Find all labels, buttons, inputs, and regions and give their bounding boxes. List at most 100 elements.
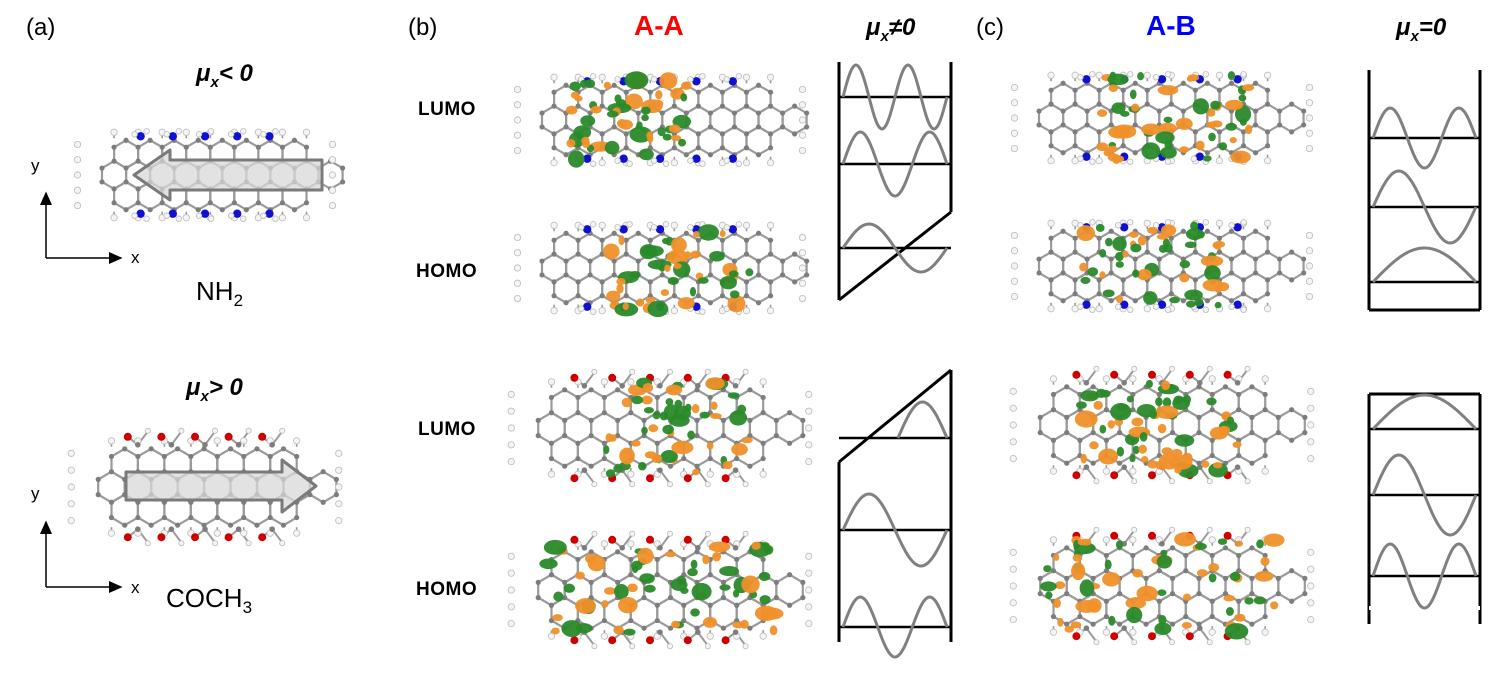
hydrogen-atom: [1307, 616, 1315, 624]
carbon-atom: [1228, 256, 1235, 262]
carbon-atom: [1196, 430, 1202, 436]
carbon-atom: [767, 279, 774, 285]
carbon-atom: [695, 383, 701, 389]
carbon-atom: [551, 279, 557, 285]
hydrogen-atom: [67, 500, 75, 508]
carbon-atom: [601, 394, 607, 401]
nitrogen-atom: [265, 132, 274, 141]
hydrogen-atom: [1077, 303, 1084, 310]
orbital-lobe: [651, 454, 662, 464]
orbital-lobe: [669, 414, 690, 427]
carbon-atom: [581, 467, 588, 473]
carbon-atom: [760, 394, 766, 401]
hydrogen-atom: [626, 160, 633, 167]
carbon-atom: [707, 110, 714, 116]
carbon-atom: [1132, 256, 1138, 262]
hydrogen-atom: [1009, 599, 1017, 607]
orbital-lobe: [671, 237, 687, 253]
hydrogen-atom: [143, 215, 150, 222]
hydrogen-atom: [798, 233, 807, 242]
carbon-atom: [227, 522, 234, 528]
orbital-lobe: [638, 148, 654, 161]
orbital-lobe: [1138, 444, 1147, 454]
carbon-atom: [1077, 437, 1083, 443]
orbital-lobe: [1162, 238, 1171, 247]
carbon-atom: [767, 251, 774, 257]
carbon-atom: [647, 89, 653, 95]
hydrogen-atom: [1010, 262, 1019, 270]
carbon-atom: [1262, 437, 1268, 443]
orbital-lobe: [565, 105, 578, 115]
carbon-atom: [1252, 298, 1259, 304]
carbon-atom: [1264, 101, 1271, 107]
orbital-lobe: [1115, 261, 1124, 268]
carbon-atom: [1156, 568, 1162, 574]
carbon-atom: [647, 237, 653, 243]
carbon-atom: [548, 410, 555, 416]
hydrogen-atom: [1169, 526, 1176, 533]
carbon-atom: [1060, 298, 1066, 304]
hydrogen-atom: [335, 517, 343, 525]
carbon-atom: [619, 383, 625, 389]
carbon-atom: [1103, 437, 1109, 443]
hydrogen-atom: [1009, 421, 1017, 429]
wavefunction-aa-5: [841, 492, 949, 568]
carbon-atom: [755, 230, 762, 236]
carbon-atom: [635, 110, 641, 116]
orbital-lobe: [1239, 118, 1247, 126]
hydrogen-atom: [67, 517, 75, 525]
carbon-atom: [1209, 452, 1215, 459]
potential-well-ab-bottom: [1367, 392, 1482, 624]
carbon-atom: [760, 410, 766, 416]
hydrogen-atom: [67, 449, 75, 457]
hydrogen-atom: [547, 378, 556, 386]
carbon-atom: [241, 514, 247, 521]
carbon-atom: [1050, 452, 1057, 459]
orbital-lobe: [643, 584, 656, 593]
carbon-atom: [563, 82, 569, 88]
carbon-atom: [719, 89, 726, 95]
orbital-lobe: [1186, 300, 1196, 308]
carbon-atom: [601, 440, 607, 446]
carbon-atom: [787, 572, 793, 578]
orbital-lobe: [1238, 94, 1247, 102]
wavefunction-aa-6: [841, 595, 949, 659]
carbon-atom: [1130, 552, 1136, 559]
hydrogen-atom: [1305, 231, 1314, 240]
dipole-ab-sub: x: [1410, 27, 1419, 45]
carbon-atom: [635, 258, 641, 264]
carbon-atom: [628, 556, 634, 563]
carbon-atom: [694, 417, 700, 423]
orbital-lobe: [1154, 622, 1172, 636]
orbital-lobe: [1263, 533, 1285, 547]
carbon-atom: [641, 595, 647, 601]
carbon-atom: [1064, 460, 1070, 466]
carbon-atom: [695, 145, 701, 151]
oxygen-atom: [721, 474, 730, 483]
orbital-lobe: [1187, 74, 1200, 82]
hydrogen-atom: [1126, 71, 1134, 78]
dipole-nh2-sub: x: [210, 73, 219, 91]
orbital-label-homo-2: HOMO: [416, 579, 478, 600]
orbital-lobe: [618, 235, 625, 246]
dipole-ab-symbol: μ: [1396, 14, 1411, 41]
hydrogen-atom: [279, 540, 286, 547]
orbital-lobe: [693, 231, 700, 238]
orbital-lobe: [1157, 85, 1179, 96]
carbon-atom: [1301, 270, 1307, 276]
hydrogen-atom: [1305, 262, 1314, 270]
carbon-atom: [1216, 235, 1223, 241]
orbital-lobe: [1108, 84, 1119, 93]
carbon-atom: [135, 442, 141, 448]
hydrogen-atom: [798, 101, 807, 109]
hydrogen-atom: [513, 146, 522, 155]
orbital-lobe: [1156, 555, 1173, 569]
orbital-lobe: [1174, 434, 1195, 447]
carbon-atom: [1060, 270, 1066, 276]
title-aa: A-A: [634, 10, 684, 41]
hydrogen-atom: [1010, 247, 1019, 255]
orbital-lobe: [1162, 397, 1172, 408]
orbital-lobe: [1226, 416, 1235, 426]
carbon-atom: [1249, 575, 1255, 581]
molecule-ab-homo-coch3: [1009, 526, 1315, 646]
